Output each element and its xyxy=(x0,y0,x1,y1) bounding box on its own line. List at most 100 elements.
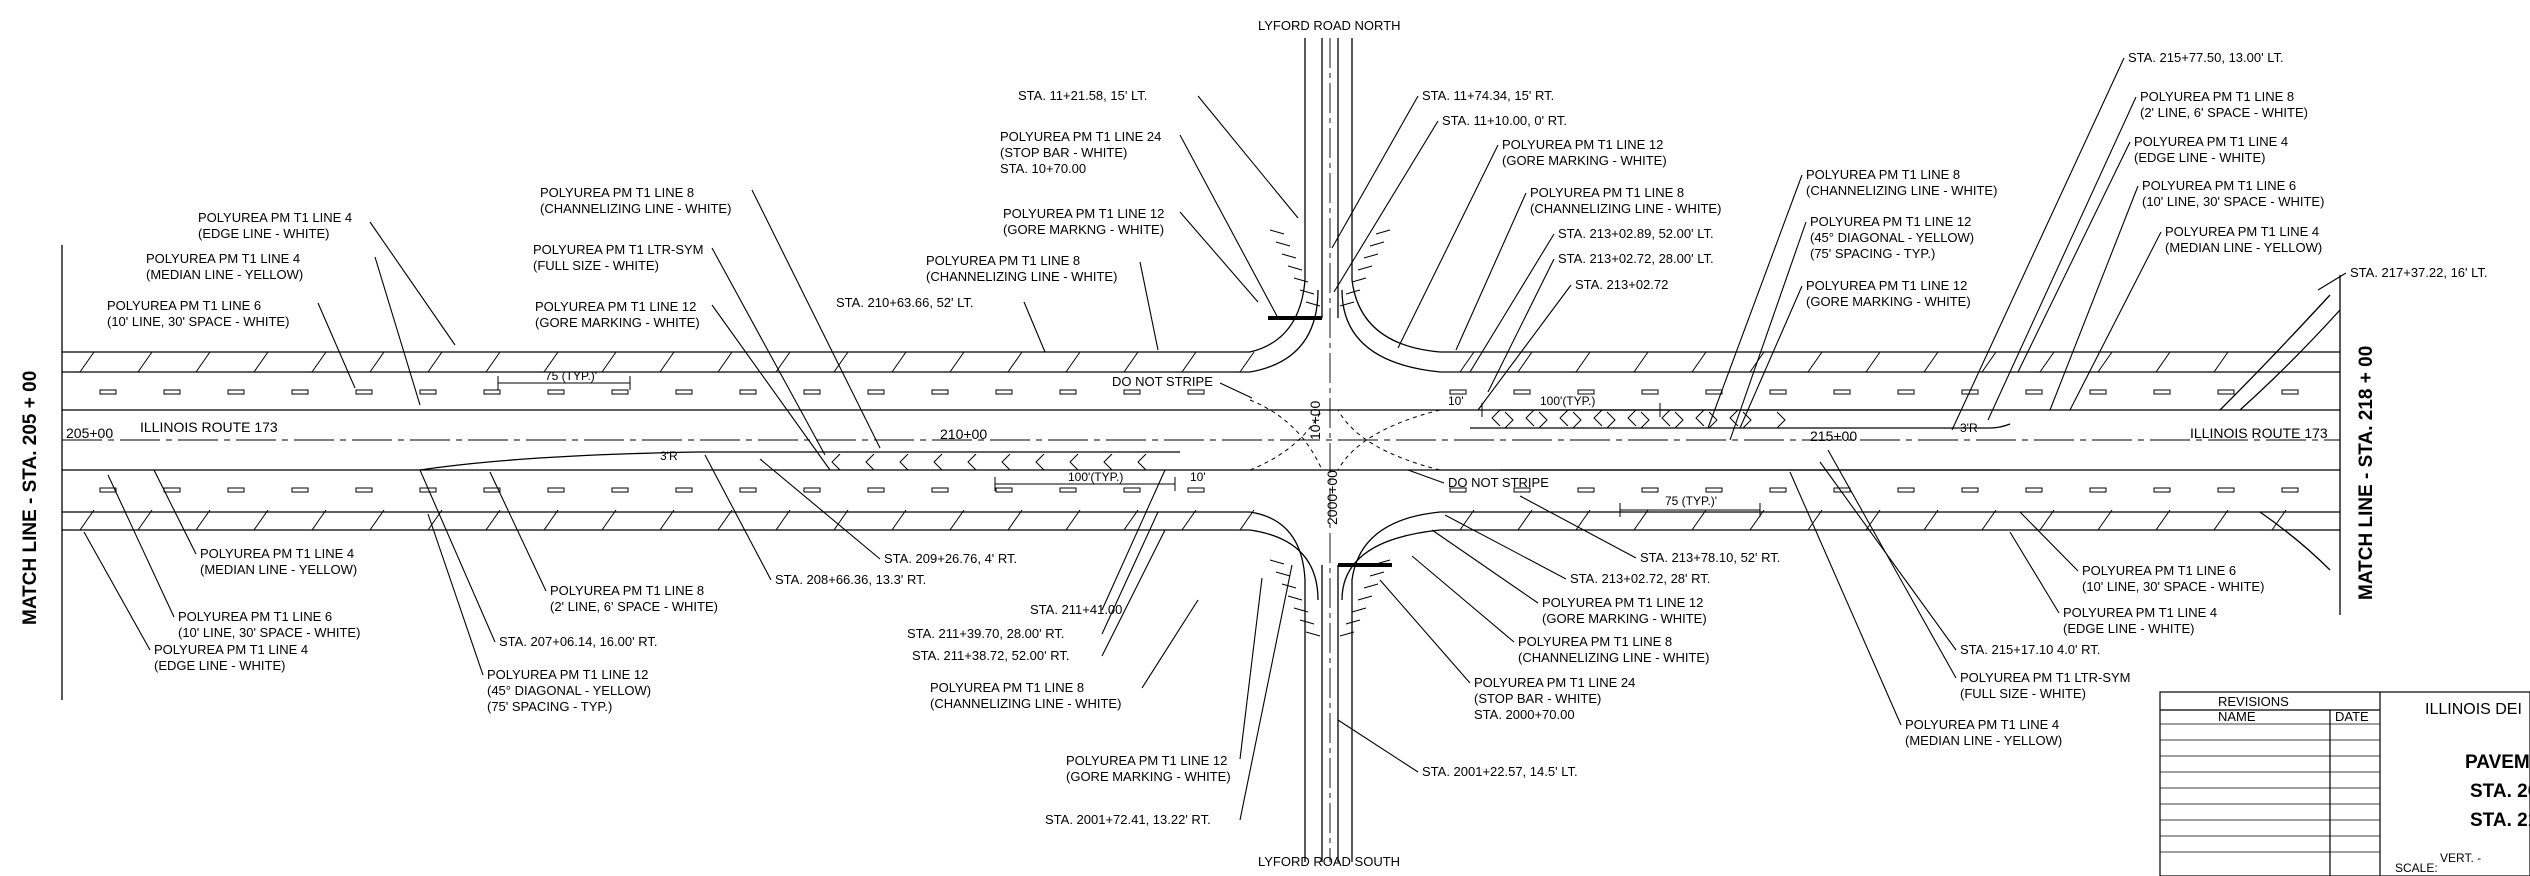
chevron-mark xyxy=(1559,409,1569,427)
callout-se7: STA. 215+17.10 4.0' RT. xyxy=(1960,642,2100,657)
match-line-left: MATCH LINE - STA. 205 + 00 xyxy=(20,371,41,625)
callout-cn5: STA. 210+63.66, 52' LT. xyxy=(836,295,974,310)
chevron-mark xyxy=(1708,411,1718,429)
dim-100-right: 100'(TYP.) xyxy=(1540,394,1595,408)
callout-line: POLYUREA PM T1 LINE 6 xyxy=(107,298,261,313)
lane-dash xyxy=(1187,389,1205,395)
lane-dash xyxy=(2025,389,2043,395)
leader-nm3 xyxy=(1739,285,1803,429)
lane-dash xyxy=(163,389,181,395)
callout-line: (45° DIAGONAL - YELLOW) xyxy=(1810,230,1974,245)
leader-ls2 xyxy=(107,474,175,618)
chevron-mark xyxy=(1103,453,1113,471)
callout-line: (10' LINE, 30' SPACE - WHITE) xyxy=(178,625,360,640)
lane-dash xyxy=(99,389,117,395)
callout-line: POLYUREA PM T1 LINE 12 xyxy=(535,299,696,314)
callout-line: STA. 217+37.22, 16' LT. xyxy=(2350,265,2488,280)
hatch-mark xyxy=(1807,351,1823,373)
leader-fr5 xyxy=(2069,231,2162,411)
callout-line: (CHANNELIZING LINE - WHITE) xyxy=(930,696,1121,711)
lane-dash xyxy=(1769,389,1787,395)
lane-dash xyxy=(1897,487,1915,493)
callout-line: (GORE MARKING - WHITE) xyxy=(1806,294,1971,309)
lane-dash xyxy=(1641,389,1659,395)
hatch-mark xyxy=(717,509,733,531)
callout-line: STA. 213+02.89, 52.00' LT. xyxy=(1558,226,1714,241)
hatch-mark xyxy=(1275,571,1291,577)
hatch-mark xyxy=(2039,509,2055,531)
callout-line: STA. 213+02.72, 28' RT. xyxy=(1570,571,1710,586)
lane-dash xyxy=(1961,487,1979,493)
hatch-mark xyxy=(1181,509,1197,531)
callout-line: (EDGE LINE - WHITE) xyxy=(154,658,285,673)
leader-ne2 xyxy=(1333,120,1439,293)
callout-line: STA. 213+02.72, 28.00' LT. xyxy=(1558,251,1714,266)
callout-line: POLYUREA PM T1 LINE 12 xyxy=(1502,137,1663,152)
leader-lnw2 xyxy=(374,256,421,406)
callout-cs3: STA. 211+38.72, 52.00' RT. xyxy=(912,648,1070,663)
callout-fr3: POLYUREA PM T1 LINE 4(EDGE LINE - WHITE) xyxy=(2134,134,2288,165)
lane-dash xyxy=(2281,389,2299,395)
callout-cn4: POLYUREA PM T1 LINE 8(CHANNELIZING LINE … xyxy=(926,253,1117,284)
callout-line: STA. 211+38.72, 52.00' RT. xyxy=(912,648,1070,663)
road-name-north: LYFORD ROAD NORTH xyxy=(1258,18,1401,33)
chevron-mark xyxy=(1742,411,1752,429)
chevron-mark xyxy=(1729,409,1739,427)
hatch-mark xyxy=(1691,509,1707,531)
lane-dash xyxy=(2153,389,2171,395)
hatch-mark xyxy=(601,509,617,531)
leader-ne4 xyxy=(1455,192,1527,351)
lane-dash xyxy=(227,389,245,395)
hatch-mark xyxy=(369,351,385,373)
match-line-right: MATCH LINE - STA. 218 + 00 xyxy=(2356,346,2377,600)
callout-cs2: STA. 211+39.70, 28.00' RT. xyxy=(907,626,1065,641)
hatch-mark xyxy=(311,509,327,531)
callout-line: POLYUREA PM T1 LINE 4 xyxy=(2134,134,2288,149)
callout-line: POLYUREA PM T1 LINE 8 xyxy=(1806,167,1960,182)
callout-lnw1: POLYUREA PM T1 LINE 4(EDGE LINE - WHITE) xyxy=(198,210,352,241)
callout-line: STA. 208+66.36, 13.3' RT. xyxy=(775,572,926,587)
lane-dash xyxy=(1705,487,1723,493)
leader-lnw3 xyxy=(317,302,356,389)
hatch-mark xyxy=(1275,241,1291,247)
lane-dash xyxy=(1705,389,1723,395)
callout-line: (GORE MARKING - WHITE) xyxy=(1066,769,1231,784)
hatch-mark xyxy=(833,509,849,531)
callout-line: POLYUREA PM T1 LINE 4 xyxy=(2063,605,2217,620)
leader-se5 xyxy=(1337,719,1419,773)
hatch-mark xyxy=(79,351,95,373)
hatch-mark xyxy=(1269,559,1285,565)
leader-se2 xyxy=(1431,529,1539,604)
chevron-mark xyxy=(1593,409,1603,427)
callout-line: (FULL SIZE - WHITE) xyxy=(533,258,659,273)
callout-line: (EDGE LINE - WHITE) xyxy=(2063,621,2194,636)
hatch-mark xyxy=(891,351,907,373)
leader-fr2 xyxy=(1987,96,2137,421)
callout-ls4: POLYUREA PM T1 LINE 8(2' LINE, 6' SPACE … xyxy=(550,583,718,614)
hatch-mark xyxy=(543,351,559,373)
callout-sr1: POLYUREA PM T1 LINE 6(10' LINE, 30' SPAC… xyxy=(2082,563,2264,594)
hatch-mark xyxy=(1865,351,1881,373)
leader-cn2 xyxy=(1179,134,1279,319)
hatch-mark xyxy=(1239,509,1255,531)
callout-line: POLYUREA PM T1 LTR-SYM xyxy=(1960,670,2131,685)
hatch-mark xyxy=(2271,509,2287,531)
leader-cs3 xyxy=(1101,529,1166,657)
lane-dash xyxy=(1513,487,1531,493)
chevron-mark xyxy=(899,453,909,471)
callout-line: (GORE MARKING - WHITE) xyxy=(535,315,700,330)
hatch-mark xyxy=(1923,351,1939,373)
hatch-mark xyxy=(2155,351,2171,373)
leader-cs6 xyxy=(1239,564,1293,821)
hatch-mark xyxy=(1691,351,1707,373)
lane-dash xyxy=(867,389,885,395)
hatch-mark xyxy=(253,351,269,373)
leader-ls4 xyxy=(489,471,547,592)
callout-line: STA. 207+06.14, 16.00' RT. xyxy=(499,634,657,649)
lane-dash xyxy=(483,487,501,493)
hatch-mark xyxy=(1345,289,1361,295)
hatch-mark xyxy=(601,351,617,373)
hatch-mark xyxy=(717,351,733,373)
hatch-mark xyxy=(949,509,965,531)
lane-dash xyxy=(163,487,181,493)
